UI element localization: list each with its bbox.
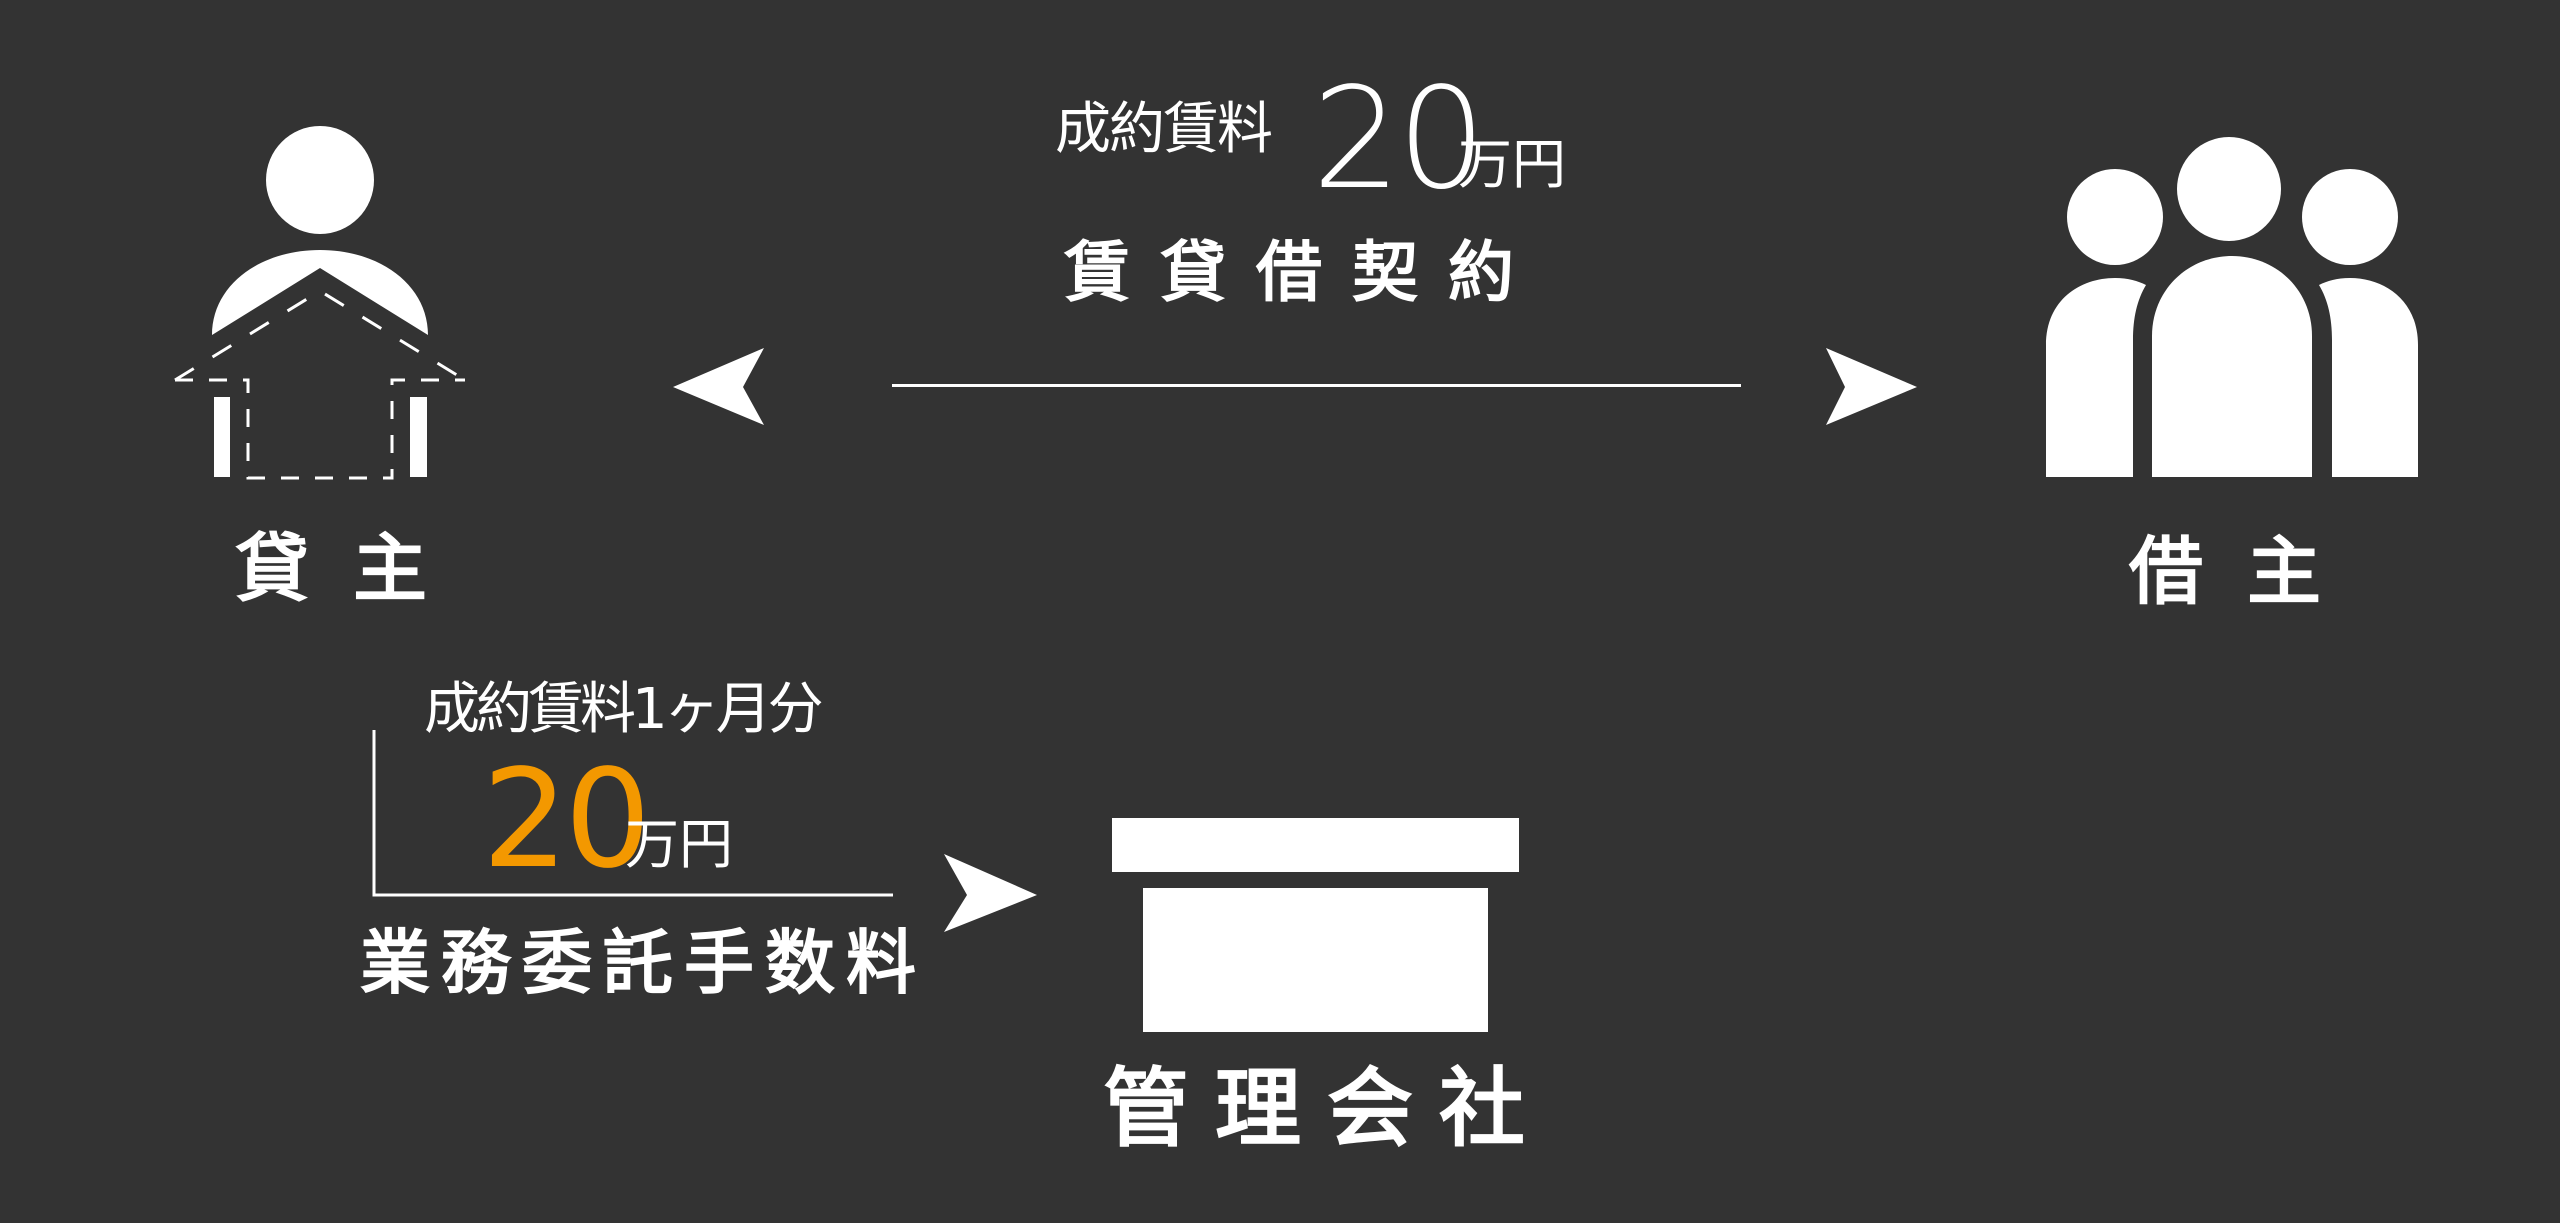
landlord-house-icon bbox=[174, 126, 466, 480]
lease-rent-label: 成約賃料 bbox=[1055, 97, 1273, 162]
building-box-icon bbox=[1112, 818, 1519, 1032]
management-label: 管理会社 bbox=[1103, 1059, 1551, 1159]
tenant-label: 借主 bbox=[2129, 529, 2365, 615]
fee-rent-label: 成約賃料1ヶ月分 bbox=[424, 677, 824, 742]
landlord-label: 貸主 bbox=[235, 526, 471, 612]
lease-rent-amount: 20 bbox=[1312, 58, 1486, 221]
fee-bracket-line bbox=[372, 730, 893, 897]
arrow-right-icon bbox=[944, 854, 1037, 932]
lease-line bbox=[892, 384, 1741, 387]
fee-unit: 万円 bbox=[625, 813, 733, 876]
fee-label: 業務委託手数料 bbox=[360, 922, 927, 1004]
lease-contract-label: 賃貸借契約 bbox=[1064, 234, 1544, 311]
people-group-icon bbox=[2046, 137, 2418, 477]
arrow-right-icon bbox=[1826, 348, 1917, 425]
fee-amount: 20 bbox=[482, 741, 651, 899]
arrow-left-icon bbox=[673, 348, 764, 425]
lease-rent-unit: 万円 bbox=[1458, 133, 1566, 196]
